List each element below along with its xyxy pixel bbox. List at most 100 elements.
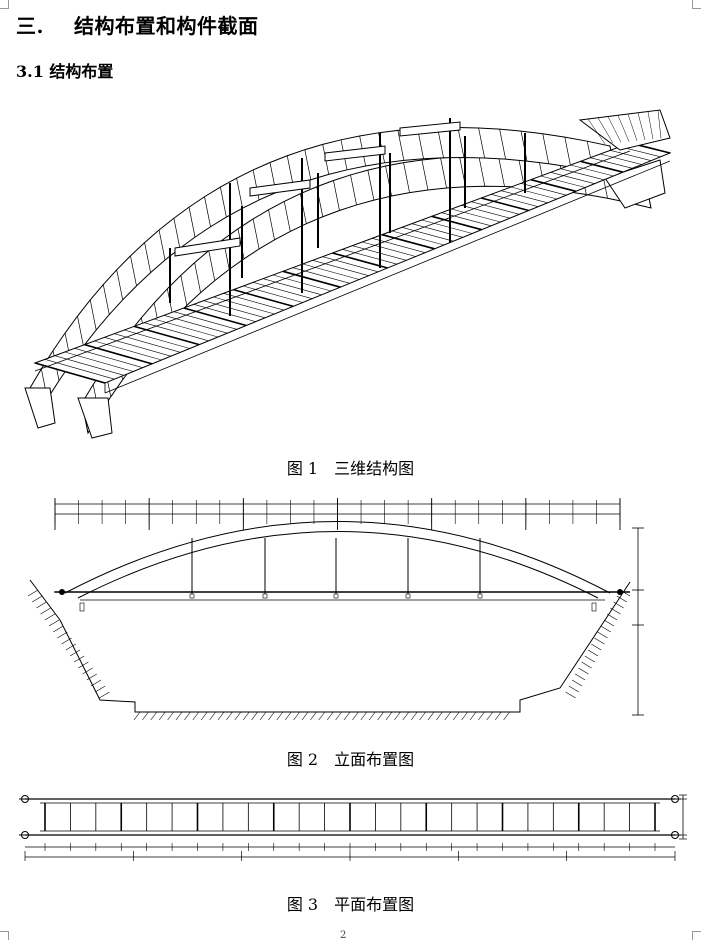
deck-end-hatch	[657, 110, 662, 139]
figure-3d-structure	[20, 98, 680, 443]
ground-hatch	[581, 661, 592, 669]
ground-hatch	[394, 711, 401, 721]
arch-rib-front-segment	[283, 201, 291, 232]
subsection-heading: 3.1 结构布置	[16, 58, 113, 82]
hanger-anchor	[189, 593, 195, 599]
ground-hatch	[259, 711, 267, 721]
ground-hatch	[133, 711, 141, 721]
arch-rib-back-segment	[499, 129, 506, 160]
deck-crossbeam	[203, 300, 266, 319]
deck-crossbeam	[600, 153, 642, 165]
deck-crossbeam	[302, 263, 360, 280]
arch-rib-back-segment	[158, 229, 166, 261]
deck-crossbeam	[153, 318, 219, 338]
arch-rib-front-segment	[367, 170, 375, 201]
ground-hatch	[217, 711, 225, 721]
deck-crossbeam	[401, 227, 454, 242]
ground-hatch	[158, 711, 166, 721]
subsection-title: 结构布置	[49, 62, 114, 81]
ground-hatch	[32, 595, 43, 603]
arch-bottom-chord	[77, 531, 599, 599]
ground-hatch	[99, 691, 110, 699]
deck-crossbeam	[213, 296, 275, 315]
arch-rib-back-segment	[116, 269, 124, 300]
ground-hatch	[48, 619, 60, 627]
deck-crossbeam	[64, 351, 134, 372]
hanger-anchor	[405, 593, 411, 599]
deck-crossbeam	[530, 178, 577, 193]
ground-hatch	[469, 711, 477, 721]
deck-crossbeam	[550, 172, 595, 184]
ground-hatch	[326, 711, 334, 721]
deck-end-block	[578, 109, 671, 151]
ground-hatch	[301, 711, 309, 721]
arch-rib-front-segment	[252, 218, 260, 250]
arch-rib-back-segment	[89, 299, 97, 331]
figure-2-label: 图 2	[286, 750, 319, 769]
deck-end-hatch	[587, 118, 606, 145]
deck-crossbeam	[233, 288, 294, 308]
ground-hatch	[226, 711, 233, 721]
ground-hatch	[74, 655, 85, 663]
ground-hatch	[607, 613, 618, 621]
ground-hatch	[452, 711, 460, 721]
deck-crossbeam	[114, 333, 181, 353]
ground-hatch	[234, 711, 242, 721]
deck-crossbeam	[54, 355, 124, 376]
ground-hatch	[402, 711, 410, 721]
deck-crossbeam	[332, 252, 388, 269]
arch-rib-back-segment	[204, 196, 211, 227]
ground-hatch	[150, 711, 158, 721]
deck-crossbeam	[44, 359, 115, 380]
ground-hatch	[53, 625, 64, 633]
deck-crossbeam	[312, 260, 369, 276]
deck-crossbeam	[421, 219, 473, 234]
deck-crossbeam	[411, 223, 463, 238]
deck-crossbeam	[94, 340, 162, 361]
deck-end-hatch	[647, 111, 654, 140]
arch-rib-back-segment	[564, 137, 572, 168]
arch-top-chord	[64, 521, 611, 594]
deck-crossbeam	[253, 282, 313, 299]
deck-crossbeam	[461, 205, 510, 219]
ground-hatch	[613, 601, 624, 609]
ground-hatch	[619, 589, 631, 597]
arch-rib-back-segment	[220, 187, 227, 218]
rib-foot-front	[77, 397, 113, 439]
deck-crossbeam	[133, 325, 200, 346]
arch-rib-back-segment	[542, 133, 550, 164]
ground-hatch	[167, 711, 174, 721]
ground-hatch	[385, 711, 393, 721]
deck-crossbeam	[124, 329, 190, 349]
deck-end-hatch	[597, 117, 614, 144]
ground-hatch	[603, 619, 615, 627]
ground-hatch	[478, 711, 485, 721]
ground-hatch	[61, 637, 72, 645]
deck-crossbeam	[193, 304, 256, 322]
ground-hatch	[95, 685, 106, 693]
figure-elevation	[20, 490, 685, 735]
arch-brace	[324, 145, 386, 162]
ground-hatch	[175, 711, 183, 721]
deck-crossbeam	[431, 215, 482, 231]
deck-edge-front	[104, 160, 671, 394]
ground-hatch	[419, 711, 426, 721]
ground-hatch	[436, 711, 443, 721]
crop-mark-top-right	[692, 0, 701, 9]
ground-hatch	[343, 711, 351, 721]
figure-1-title: 三维结构图	[334, 459, 415, 478]
ground-hatch	[293, 711, 300, 721]
ground-hatch	[368, 711, 376, 721]
ground-hatch	[616, 595, 627, 603]
ground-hatch	[610, 607, 621, 615]
bridge-elevation-drawing	[27, 498, 644, 721]
ground-hatch	[486, 711, 494, 721]
deck-crossbeam	[381, 233, 435, 250]
arch-brace	[249, 179, 311, 197]
figure-1-label: 图 1	[286, 459, 319, 478]
page-number: 2	[340, 930, 347, 941]
deck-end-hatch	[607, 116, 622, 143]
deck-crossbeam	[243, 285, 303, 303]
